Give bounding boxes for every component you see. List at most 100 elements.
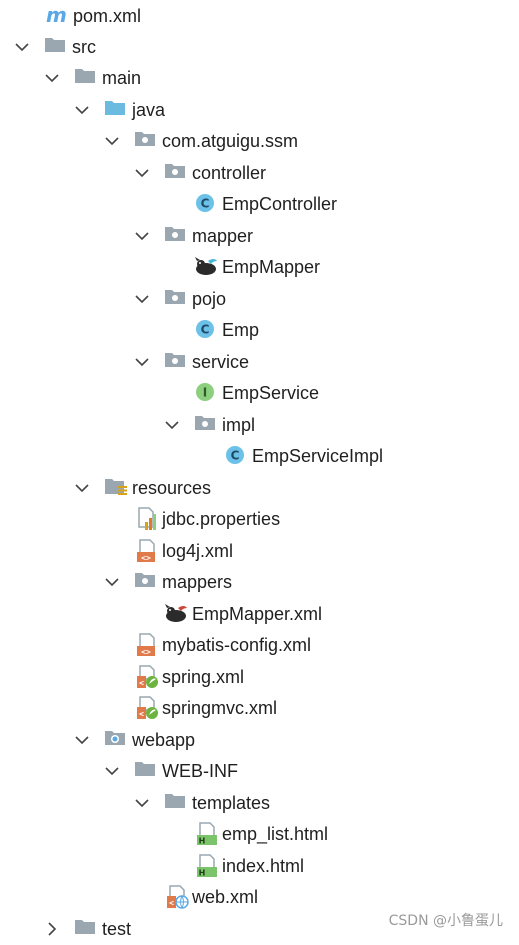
tree-item-label: WEB-INF xyxy=(162,761,238,781)
resources-folder-icon xyxy=(104,476,127,498)
tree-item-label: log4j.xml xyxy=(162,541,234,561)
svg-text:<>: <> xyxy=(141,554,151,563)
folder-icon xyxy=(164,791,186,813)
svg-text:C: C xyxy=(201,323,210,337)
svg-text:<>: <> xyxy=(141,648,151,657)
class-icon: C xyxy=(194,192,216,214)
chevron-down-icon[interactable] xyxy=(132,163,152,183)
tree-item-webapp[interactable]: webapp xyxy=(0,724,519,756)
tree-item-main[interactable]: main xyxy=(0,62,519,94)
chevron-down-icon[interactable] xyxy=(72,478,92,498)
tree-item-empcontroller[interactable]: C EmpController xyxy=(0,188,519,220)
watermark: CSDN @小鲁蛋儿 xyxy=(388,913,503,929)
tree-item-label: springmvc.xml xyxy=(162,698,278,718)
tree-item-label: EmpMapper xyxy=(222,257,321,277)
chevron-right-icon[interactable] xyxy=(42,919,62,939)
tree-item-log4j-xml[interactable]: <> log4j.xml xyxy=(0,535,519,567)
tree-item-empservice[interactable]: I EmpService xyxy=(0,377,519,409)
web-xml-icon: < xyxy=(166,885,189,909)
chevron-down-icon[interactable] xyxy=(132,226,152,246)
svg-text:<: < xyxy=(139,710,144,719)
svg-text:m: m xyxy=(46,4,67,26)
tree-item-label: pom.xml xyxy=(73,6,142,26)
tree-item-label: Emp xyxy=(222,320,260,340)
tree-item-spring-xml[interactable]: < spring.xml xyxy=(0,661,519,693)
tree-item-impl[interactable]: impl xyxy=(0,409,519,441)
tree-item-empmapper[interactable]: EmpMapper xyxy=(0,251,519,283)
tree-item-label: web.xml xyxy=(192,887,259,907)
tree-item-label: java xyxy=(132,100,166,120)
tree-item-src[interactable]: src xyxy=(0,31,519,63)
tree-item-jdbc-properties[interactable]: jdbc.properties xyxy=(0,503,519,535)
tree-item-web-inf[interactable]: WEB-INF xyxy=(0,755,519,787)
package-icon xyxy=(134,570,156,592)
tree-item-label: templates xyxy=(192,793,271,813)
source-folder-icon xyxy=(104,98,126,120)
chevron-down-icon[interactable] xyxy=(102,761,122,781)
tree-item-emp[interactable]: C Emp xyxy=(0,314,519,346)
tree-item-label: EmpService xyxy=(222,383,320,403)
tree-item-label: service xyxy=(192,352,250,372)
tree-item-com-atguigu-ssm[interactable]: com.atguigu.ssm xyxy=(0,125,519,157)
tree-item-label: mapper xyxy=(192,226,254,246)
html-file-icon: H xyxy=(196,822,218,846)
chevron-down-icon[interactable] xyxy=(132,793,152,813)
tree-item-web-xml[interactable]: < web.xml xyxy=(0,881,519,913)
tree-item-label: jdbc.properties xyxy=(162,509,281,529)
mybatis-mapper-icon xyxy=(194,255,217,277)
tree-item-label: controller xyxy=(192,163,267,183)
tree-item-label: EmpMapper.xml xyxy=(192,604,323,624)
tree-item-label: com.atguigu.ssm xyxy=(162,131,299,151)
svg-text:C: C xyxy=(201,197,210,211)
tree-item-label: resources xyxy=(132,478,212,498)
package-icon xyxy=(164,161,186,183)
package-icon xyxy=(164,287,186,309)
tree-item-springmvc-xml[interactable]: < springmvc.xml xyxy=(0,692,519,724)
tree-item-mapper[interactable]: mapper xyxy=(0,220,519,252)
chevron-down-icon[interactable] xyxy=(42,68,62,88)
tree-item-service[interactable]: service xyxy=(0,346,519,378)
chevron-down-icon[interactable] xyxy=(72,100,92,120)
tree-item-java[interactable]: java xyxy=(0,94,519,126)
tree-item-test[interactable]: test xyxy=(0,913,519,945)
tree-item-emp-list-html[interactable]: H emp_list.html xyxy=(0,818,519,850)
tree-item-mappers[interactable]: mappers xyxy=(0,566,519,598)
tree-item-label: EmpController xyxy=(222,194,338,214)
tree-item-resources[interactable]: resources xyxy=(0,472,519,504)
tree-item-label: test xyxy=(102,919,132,939)
tree-item-pom-xml[interactable]: m pom.xml xyxy=(0,0,519,32)
tree-item-label: spring.xml xyxy=(162,667,245,687)
chevron-down-icon[interactable] xyxy=(162,415,182,435)
package-icon xyxy=(194,413,216,435)
chevron-down-icon[interactable] xyxy=(72,730,92,750)
tree-item-mybatis-config-xml[interactable]: <> mybatis-config.xml xyxy=(0,629,519,661)
tree-item-label: webapp xyxy=(132,730,196,750)
tree-item-templates[interactable]: templates xyxy=(0,787,519,819)
tree-item-label: EmpServiceImpl xyxy=(252,446,384,466)
class-icon: C xyxy=(224,444,246,466)
interface-icon: I xyxy=(194,381,216,403)
tree-item-label: index.html xyxy=(222,856,305,876)
tree-item-label: emp_list.html xyxy=(222,824,329,844)
svg-text:<: < xyxy=(169,899,174,908)
tree-item-pojo[interactable]: pojo xyxy=(0,283,519,315)
tree-item-index-html[interactable]: H index.html xyxy=(0,850,519,882)
chevron-down-icon[interactable] xyxy=(132,352,152,372)
chevron-down-icon[interactable] xyxy=(132,289,152,309)
tree-item-empserviceimpl[interactable]: C EmpServiceImpl xyxy=(0,440,519,472)
svg-text:<: < xyxy=(139,679,144,688)
tree-item-label: src xyxy=(72,37,96,57)
chevron-down-icon[interactable] xyxy=(102,572,122,592)
chevron-down-icon[interactable] xyxy=(102,131,122,151)
package-icon xyxy=(164,350,186,372)
tree-item-controller[interactable]: controller xyxy=(0,157,519,189)
svg-text:C: C xyxy=(231,449,240,463)
package-icon xyxy=(134,129,156,151)
folder-icon xyxy=(74,917,96,939)
tree-item-label: pojo xyxy=(192,289,227,309)
tree-item-empmapper-xml[interactable]: EmpMapper.xml xyxy=(0,598,519,630)
svg-text:I: I xyxy=(203,386,207,400)
chevron-down-icon[interactable] xyxy=(12,37,32,57)
maven-pom-icon: m xyxy=(46,3,68,27)
